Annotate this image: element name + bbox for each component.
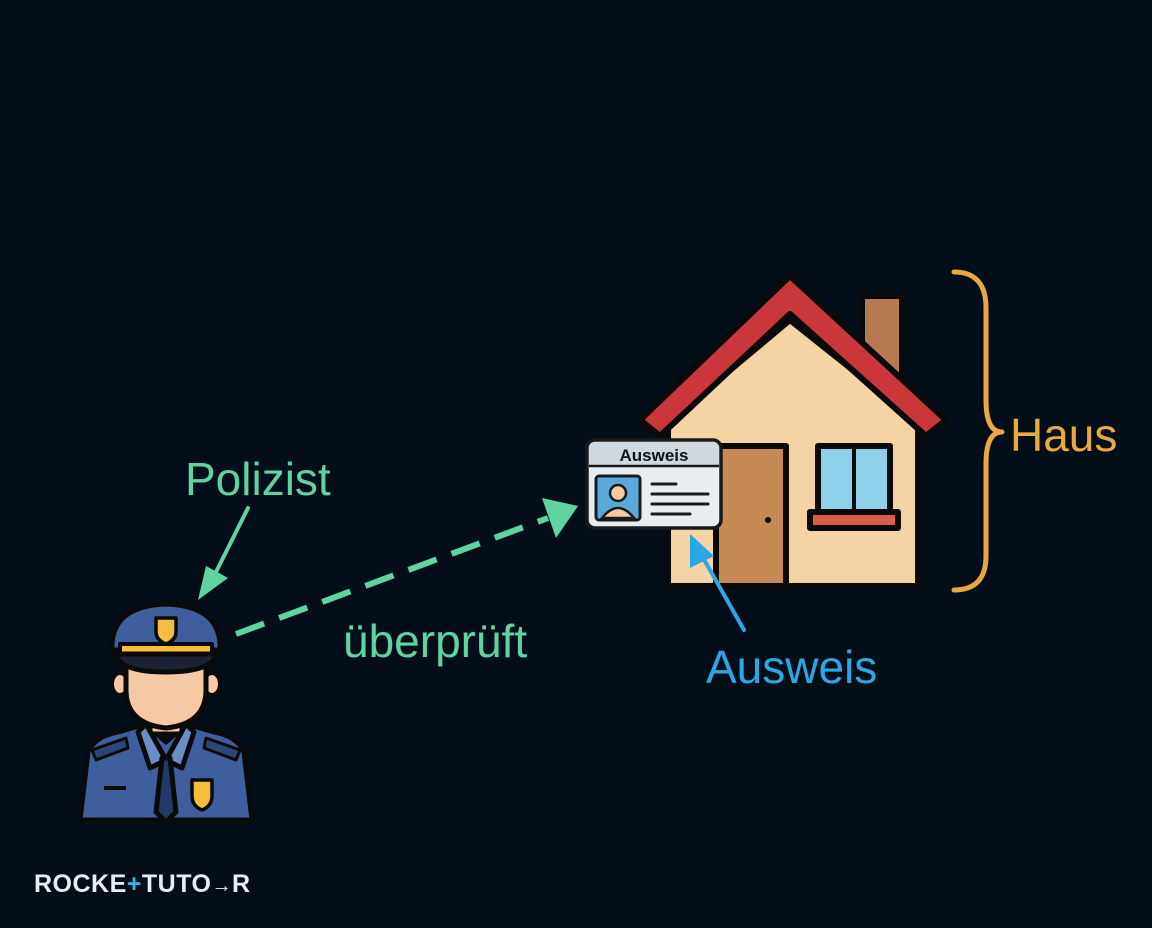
house-door <box>713 443 789 589</box>
logo-plus: + <box>126 870 142 898</box>
door-knob <box>765 517 771 523</box>
id-card-header: Ausweis <box>620 446 689 465</box>
window-sill <box>807 509 901 531</box>
ausweis-pointer-arrow <box>690 534 746 632</box>
cap-badge <box>154 616 178 646</box>
house-roof <box>637 273 949 439</box>
label-ueberprueft: überprüft <box>343 615 528 667</box>
officer-badge <box>190 778 214 812</box>
id-card-icon: Ausweis <box>585 438 723 530</box>
logo-arrow: → <box>211 875 232 897</box>
haus-brace <box>951 269 1005 593</box>
verifies-dashed-arrow <box>234 498 578 637</box>
label-ausweis: Ausweis <box>706 641 878 693</box>
label-polizist: Polizist <box>185 453 331 505</box>
polizist-pointer-arrow <box>198 506 250 600</box>
officer-face <box>123 661 209 731</box>
logo-part1: ROCKE <box>34 870 127 898</box>
officer-collar <box>135 721 169 771</box>
cap-visor <box>113 651 219 675</box>
officer-tie <box>153 755 179 825</box>
rocket-tutor-logo: ROCKE+TUTO→R <box>34 870 251 899</box>
house-icon <box>637 273 949 589</box>
id-card-header-band <box>589 442 719 466</box>
logo-part2: TUTO <box>141 870 212 898</box>
logo-part3: R <box>232 870 251 898</box>
label-haus: Haus <box>1010 409 1118 461</box>
police-officer-icon <box>77 601 255 825</box>
